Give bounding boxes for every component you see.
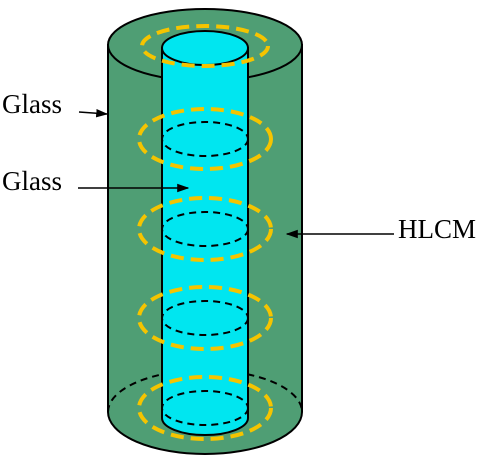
inner-cylinder [161,30,249,436]
black-dash-ring [161,300,249,336]
inner-cylinder-body [161,47,249,436]
cross-section-rings [137,24,273,441]
black-dash-ring [161,121,249,157]
outer-glass-label: Glass [2,89,62,119]
hlcm-label: HLCM [398,214,476,244]
inner-glass-label: Glass [2,166,62,196]
black-dash-ring [161,390,249,426]
yellow-dash-ring [137,107,273,171]
outer-glass-arrow [78,109,109,118]
yellow-dash-ring [137,285,273,351]
yellow-dash-ring [137,196,273,262]
black-dash-ring [161,211,249,247]
inner-cylinder-top [161,30,249,66]
yellow-dash-ring [137,375,273,441]
yellow-dash-ring [140,24,270,68]
annotations: Glass Glass HLCM [2,89,476,244]
